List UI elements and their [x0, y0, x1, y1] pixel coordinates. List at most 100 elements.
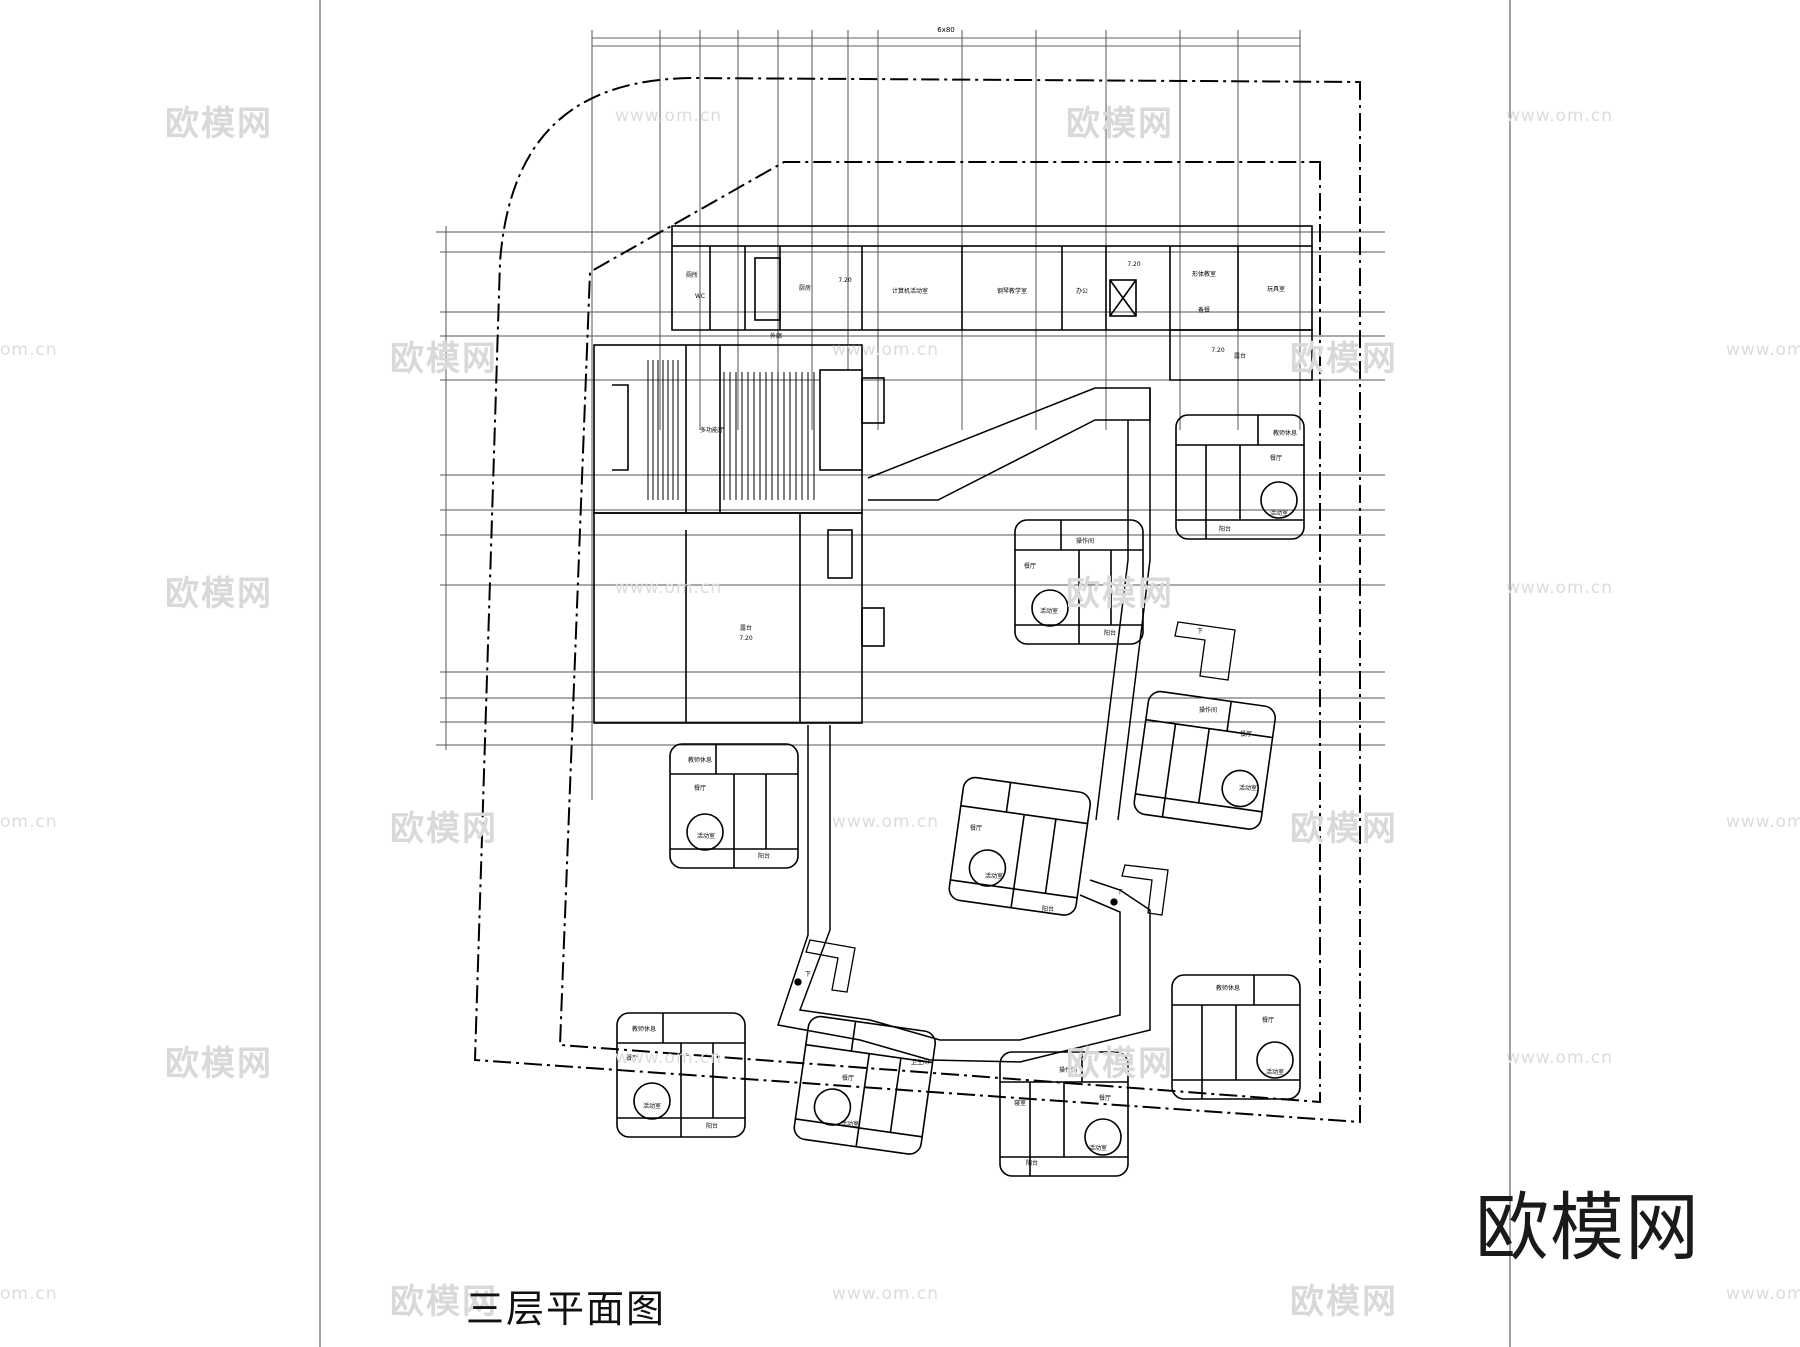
unit9-bedroom: 寝室 — [1014, 1099, 1026, 1107]
unit4-activity: 活动室 — [985, 872, 1003, 880]
label-balcony-north: 露台 — [1234, 352, 1246, 360]
watermark-url: www.om.cn — [615, 1048, 723, 1068]
unit1-dining: 餐厅 — [1270, 454, 1282, 462]
drawing-title: 三层平面图 — [466, 1287, 667, 1331]
watermark-logo: 欧模网 — [1290, 339, 1398, 379]
label-down-3: 下 — [805, 971, 811, 978]
unit6-activity: 活动室 — [1266, 1068, 1284, 1076]
watermark-url: om.cn — [0, 812, 58, 832]
watermark-url: www.om.cn — [1726, 812, 1800, 832]
classroom-unit-9 — [999, 1051, 1129, 1177]
unit8-activity: 活动室 — [841, 1120, 859, 1128]
unit1-activity: 活动室 — [1270, 509, 1288, 517]
classroom-unit-7 — [616, 1012, 746, 1138]
watermark-url: www.om.cn — [1506, 578, 1614, 598]
watermark-url: www.om.cn — [832, 1284, 940, 1304]
label-kitchen: 厨房 — [799, 284, 811, 292]
label-elev-2: 7.20 — [1127, 261, 1141, 268]
watermark-logo: 欧模网 — [1290, 809, 1398, 849]
watermark-url: om.cn — [0, 340, 58, 360]
unit3-activity: 活动室 — [1239, 784, 1257, 792]
label-terrace: 露台 — [740, 624, 752, 632]
watermark-logo: 欧模网 — [1066, 1044, 1174, 1084]
unit9-dining: 餐厅 — [1099, 1094, 1111, 1102]
unit2-operation: 操作间 — [1076, 537, 1094, 545]
unit1-veranda: 阳台 — [1219, 525, 1231, 533]
covered-walkway — [777, 387, 1151, 1063]
auditorium-seating — [647, 360, 815, 500]
watermark-url: www.om.cn — [1506, 106, 1614, 126]
stairs — [794, 621, 1236, 993]
watermark-url: www.om.cn — [832, 812, 940, 832]
label-computer-room: 计算机活动室 — [892, 287, 928, 295]
auditorium — [593, 344, 885, 514]
label-toy-room: 玩具室 — [1267, 285, 1285, 293]
room-labels: 厕所 WC 厨房 外廊 计算机活动室 钢琴教学室 办公 形体教室 备餐 玩具室 … — [686, 261, 1285, 978]
watermark-logo: 欧模网 — [390, 809, 498, 849]
unit7-dining: 餐厅 — [626, 1054, 638, 1062]
label-office: 办公 — [1076, 287, 1088, 295]
watermark-logo: 欧模网 — [1290, 1282, 1398, 1322]
unit2-dining: 餐厅 — [1024, 562, 1036, 570]
watermark-url: www.om.cn — [832, 340, 940, 360]
unit5-rest: 教师休息 — [688, 756, 712, 764]
unit8-toilet: 卫生间 — [911, 1058, 929, 1066]
horizontal-axis-lines — [436, 226, 1385, 750]
label-dance-room: 形体教室 — [1192, 270, 1216, 278]
unit1-rest: 教师休息 — [1273, 429, 1297, 437]
classroom-unit-3 — [1133, 690, 1277, 830]
classroom-unit-5 — [669, 743, 799, 869]
classroom-unit-8 — [793, 1015, 937, 1155]
unit5-dining: 餐厅 — [694, 784, 706, 792]
unit2-activity: 活动室 — [1040, 607, 1058, 615]
unit5-veranda: 阳台 — [758, 852, 770, 860]
watermark-logo: 欧模网 — [165, 574, 273, 614]
classroom-unit-2 — [1014, 519, 1144, 645]
unit3-operation: 操作间 — [1199, 706, 1217, 714]
overall-dimension: 6x80 — [937, 26, 955, 34]
label-outer-corridor: 外廊 — [770, 332, 782, 340]
label-elev-4: 7.20 — [739, 635, 753, 642]
watermark-logo: 欧模网 — [1066, 104, 1174, 144]
unit4-dining: 餐厅 — [970, 824, 982, 832]
watermark-url: www.om.cn — [1726, 1284, 1800, 1304]
watermark-logo: 欧模网 — [165, 104, 273, 144]
unit4-veranda: 阳台 — [1042, 905, 1054, 913]
watermark-logo: 欧模网 — [390, 339, 498, 379]
watermark-url: om.cn — [0, 1284, 58, 1304]
unit9-activity: 活动室 — [1089, 1144, 1107, 1152]
label-elev-3: 7.20 — [1211, 347, 1225, 354]
unit7-rest: 教师休息 — [632, 1025, 656, 1033]
unit8-dining: 餐厅 — [842, 1074, 854, 1082]
unit5-activity: 活动室 — [697, 832, 715, 840]
label-down-2: 下 — [1117, 889, 1123, 896]
watermark-url: www.om.cn — [1726, 340, 1800, 360]
unit9-veranda: 阳台 — [1026, 1159, 1038, 1167]
unit2-veranda: 阳台 — [1104, 629, 1116, 637]
site-boundary — [473, 76, 1361, 1124]
label-down-1: 下 — [1197, 628, 1203, 635]
watermark-logo: 欧模网 — [1066, 574, 1174, 614]
brand-logo-text: 欧模网 — [1475, 1185, 1700, 1271]
label-elev-1: 7.20 — [838, 277, 852, 284]
unit6-rest: 教师休息 — [1216, 984, 1240, 992]
unit7-activity: 活动室 — [643, 1102, 661, 1110]
sheet-frame — [319, 0, 1511, 1347]
watermark-url: www.om.cn — [615, 106, 723, 126]
watermark-logo: 欧模网 — [390, 1282, 498, 1322]
unit3-dining: 餐厅 — [1240, 730, 1252, 738]
unit9-operation: 操作间 — [1059, 1066, 1077, 1074]
vertical-axis-lines — [591, 30, 1301, 800]
classroom-unit-1 — [1175, 414, 1305, 540]
terrace-block — [593, 512, 885, 724]
unit-labels: 餐厅 活动室 阳台 教师休息 餐厅 活动室 阳台 操作间 餐厅 活动室 操作间 … — [626, 429, 1297, 1167]
north-building — [671, 225, 1313, 381]
classroom-unit-6 — [1171, 974, 1301, 1100]
label-wc: WC — [695, 293, 705, 300]
watermark-url: www.om.cn — [1506, 1048, 1614, 1068]
watermark-logo: 欧模网 — [165, 1044, 273, 1084]
label-piano-room: 钢琴教学室 — [997, 287, 1027, 295]
label-toilet: 厕所 — [686, 271, 698, 279]
watermark-url: www.om.cn — [615, 578, 723, 598]
